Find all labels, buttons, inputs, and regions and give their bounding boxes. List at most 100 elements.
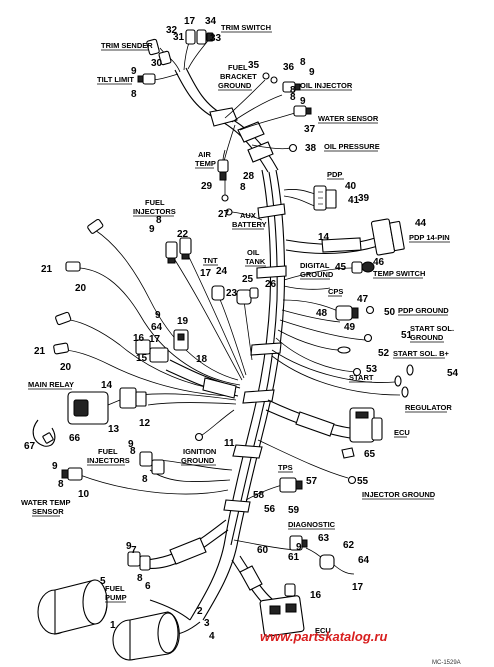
label-pdp: PDP: [327, 170, 342, 179]
callout-62: 62: [343, 540, 355, 551]
callout-52: 52: [378, 348, 390, 359]
label-trim-sender: TRIM SENDER: [101, 41, 153, 50]
callout-57: 57: [306, 476, 318, 487]
callout-8-repeat: 8: [290, 85, 296, 96]
callout-45: 45: [335, 262, 347, 273]
callout-20-repeat: 20: [60, 362, 72, 373]
callout-51: 51: [401, 330, 413, 341]
callout-54: 54: [447, 368, 459, 379]
label-fuel-injectors-bottom-2: INJECTORS: [87, 456, 130, 465]
watermark: www.partskatalog.ru: [260, 629, 387, 644]
callout-9-repeat: 9: [296, 542, 302, 553]
callout-38: 38: [305, 143, 317, 154]
oil-tank-connector: [236, 287, 259, 361]
callout-39: 39: [358, 193, 370, 204]
callout-24: 24: [216, 266, 228, 277]
callout-25: 25: [242, 274, 254, 285]
callout-8-repeat: 8: [142, 474, 148, 485]
callout-36: 36: [283, 62, 295, 73]
callout-63: 63: [318, 533, 330, 544]
oil-pressure-terminal: [288, 143, 298, 153]
callout-18: 18: [196, 354, 208, 365]
main-harness-trunk: [189, 169, 287, 621]
callout-4: 4: [209, 631, 215, 642]
callout-55: 55: [357, 476, 369, 487]
callout-29: 29: [201, 181, 213, 192]
label-start: START: [349, 373, 374, 382]
callout-9-repeat: 9: [52, 461, 58, 472]
callout-65: 65: [364, 449, 376, 460]
callout-7: 7: [131, 545, 137, 556]
callout-20: 20: [75, 283, 87, 294]
pdp-14-pin-connector: [285, 218, 405, 256]
ecu-bottom-connector: [231, 555, 305, 637]
callout-9-repeat: 9: [309, 67, 315, 78]
callout-41-repeat: 41: [348, 195, 360, 206]
callout-8-repeat: 8: [131, 89, 137, 100]
bottom-cylinders: [37, 579, 201, 661]
fuel-pump-branch: [127, 519, 229, 571]
callout-47: 47: [357, 294, 369, 305]
item-65-connector: [341, 447, 355, 459]
callout-33: 33: [210, 33, 222, 44]
callout-9-repeat: 9: [149, 224, 155, 235]
callout-28: 28: [243, 171, 255, 182]
item-67-clip: [32, 419, 56, 447]
callout-9: 9: [126, 541, 132, 552]
pdp-connector: [283, 185, 337, 211]
callout-64: 64: [358, 555, 370, 566]
label-oil-tank-2: TANK: [245, 257, 266, 266]
callout-8-repeat: 8: [290, 92, 296, 103]
label-oil-tank-1: OIL: [247, 248, 260, 257]
label-fuel-bracket-ground-1: FUEL: [228, 63, 248, 72]
callout-13: 13: [108, 424, 120, 435]
label-start-sol-ground-2: GROUND: [410, 333, 444, 342]
fuel-bracket-ground-terminal: [262, 72, 278, 84]
callout-40: 40: [345, 181, 357, 192]
callout-49: 49: [344, 322, 356, 333]
callout-14-repeat: 14: [318, 232, 330, 243]
label-injector-ground: INJECTOR GROUND: [362, 490, 436, 499]
label-ecu-mid: ECU: [394, 428, 410, 437]
callout-50: 50: [384, 307, 396, 318]
callout-6: 6: [145, 581, 151, 592]
oil-injector-connector: [282, 81, 301, 93]
item-62-64-sensor: [305, 547, 355, 575]
callout-8-repeat: 8: [58, 479, 64, 490]
label-air-temp-2: TEMP: [195, 159, 216, 168]
callout-9-repeat: 9: [155, 310, 161, 321]
label-water-sensor: WATER SENSOR: [318, 114, 379, 123]
label-ignition-ground-2: GROUND: [181, 456, 215, 465]
callout-17: 17: [149, 334, 161, 345]
component-labels: TRIM SWITCH TRIM SENDER TILT LIMIT FUEL …: [21, 23, 454, 636]
label-fuel-injectors-top-2: INJECTORS: [133, 207, 176, 216]
callout-8-repeat: 8: [156, 215, 162, 226]
label-tilt-limit: TILT LIMIT: [97, 75, 134, 84]
callout-9-repeat: 9: [300, 96, 306, 107]
left-mid-cluster: [135, 329, 241, 399]
callout-58: 58: [253, 490, 265, 501]
trim-sender-connector: [146, 38, 172, 66]
callout-66: 66: [69, 433, 81, 444]
start-sol-ground-terminal: [363, 333, 373, 343]
label-oil-pressure: OIL PRESSURE: [324, 142, 380, 151]
upper-harness-branch: [149, 37, 299, 173]
label-digital-ground-1: DIGITAL: [300, 261, 330, 270]
callout-30: 30: [151, 58, 163, 69]
callout-15: 15: [136, 353, 148, 364]
injector-ground-terminal: [257, 439, 357, 485]
label-fuel-bracket-ground-3: GROUND: [218, 81, 252, 90]
label-regulator: REGULATOR: [405, 403, 452, 412]
fuel-injectors-bottom-connectors: [139, 451, 233, 483]
fuel-injectors-top-connectors: [165, 237, 245, 381]
callout-35: 35: [248, 60, 260, 71]
tilt-limit-connector: [137, 73, 156, 85]
callout-11: 11: [224, 438, 235, 449]
callout-9-repeat: 9: [128, 439, 134, 450]
tnt-connector: [211, 285, 247, 376]
label-tnt: TNT: [203, 256, 218, 265]
callout-32: 32: [166, 25, 178, 36]
label-ignition-ground-1: IGNITION: [183, 447, 216, 456]
